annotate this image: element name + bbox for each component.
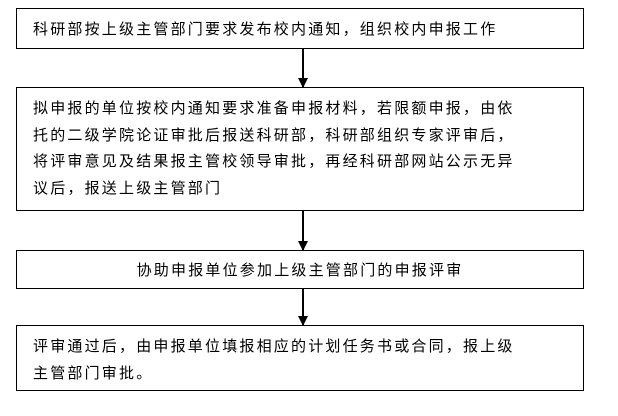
arrow-1-to-2: [297, 49, 308, 88]
step-1-box: 科研部按上级主管部门要求发布校内通知，组织校内申报工作: [16, 8, 584, 49]
step-3-text: 协助申报单位参加上级主管部门的申报评审: [136, 261, 464, 279]
step-2-box: 拟申报的单位按校内通知要求准备申报材料，若限额申报，由依 托的二级学院论证审批后…: [16, 87, 584, 211]
arrow-3-to-4: [297, 289, 308, 326]
arrowhead-icon: [297, 316, 308, 326]
arrowhead-icon: [297, 78, 308, 88]
step-4-text-line-2: 主管部门审批。: [33, 363, 154, 382]
step-3-box: 协助申报单位参加上级主管部门的申报评审: [16, 250, 584, 289]
step-1-text: 科研部按上级主管部门要求发布校内通知，组织校内申报工作: [33, 20, 498, 38]
step-2-text-line-3: 将评审意见及结果报主管校领导审批，再经科研部网站公示无异: [33, 152, 515, 170]
step-2-text-line-2: 托的二级学院论证审批后报送科研部，科研部组织专家评审后，: [33, 125, 515, 144]
step-4-box: 评审通过后，由申报单位填报相应的计划任务书或合同，报上级 主管部门审批。: [16, 325, 584, 391]
arrow-2-to-3: [297, 211, 308, 251]
step-2-text-line-1: 拟申报的单位按校内通知要求准备申报材料，若限额申报，由依: [33, 99, 515, 117]
arrowhead-icon: [297, 241, 308, 251]
step-4-text-line-1: 评审通过后，由申报单位填报相应的计划任务书或合同，报上级: [33, 337, 515, 355]
step-2-text-line-4: 议后，报送上级主管部门: [33, 178, 223, 197]
